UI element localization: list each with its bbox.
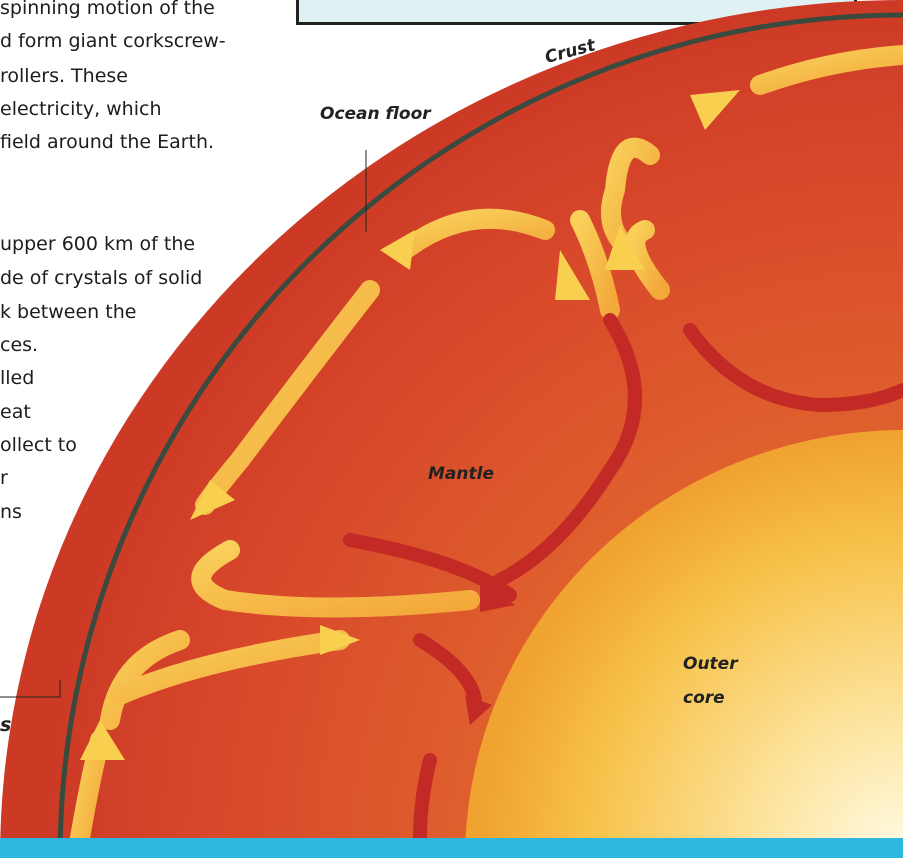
body-text-line: eat <box>0 396 31 429</box>
body-text-line: electricity, which <box>0 93 162 126</box>
body-text-line: de of crystals of solid <box>0 262 202 295</box>
body-text-line: upper 600 km of the <box>0 228 195 261</box>
continental-label-fragment: s <box>0 714 11 736</box>
mantle-label: Mantle <box>428 464 494 484</box>
body-text-line: field around the Earth. <box>0 126 214 159</box>
body-text-line: d form giant corkscrew- <box>0 25 226 58</box>
body-text-line: k between the <box>0 296 136 329</box>
body-text-line: spinning motion of the <box>0 0 215 25</box>
body-text-line: lled <box>0 362 34 395</box>
body-text-line: rollers. These <box>0 60 128 93</box>
outer-core-label-line1: Outer <box>683 654 738 674</box>
bottom-color-bar <box>0 838 903 858</box>
ocean-floor-label: Ocean floor <box>320 104 431 124</box>
body-text-line: r <box>0 462 8 495</box>
body-text-line: ces. <box>0 329 38 362</box>
body-text-line: ollect to <box>0 429 77 462</box>
outer-core-label-line2: core <box>683 688 725 708</box>
body-text-line: ns <box>0 496 22 529</box>
